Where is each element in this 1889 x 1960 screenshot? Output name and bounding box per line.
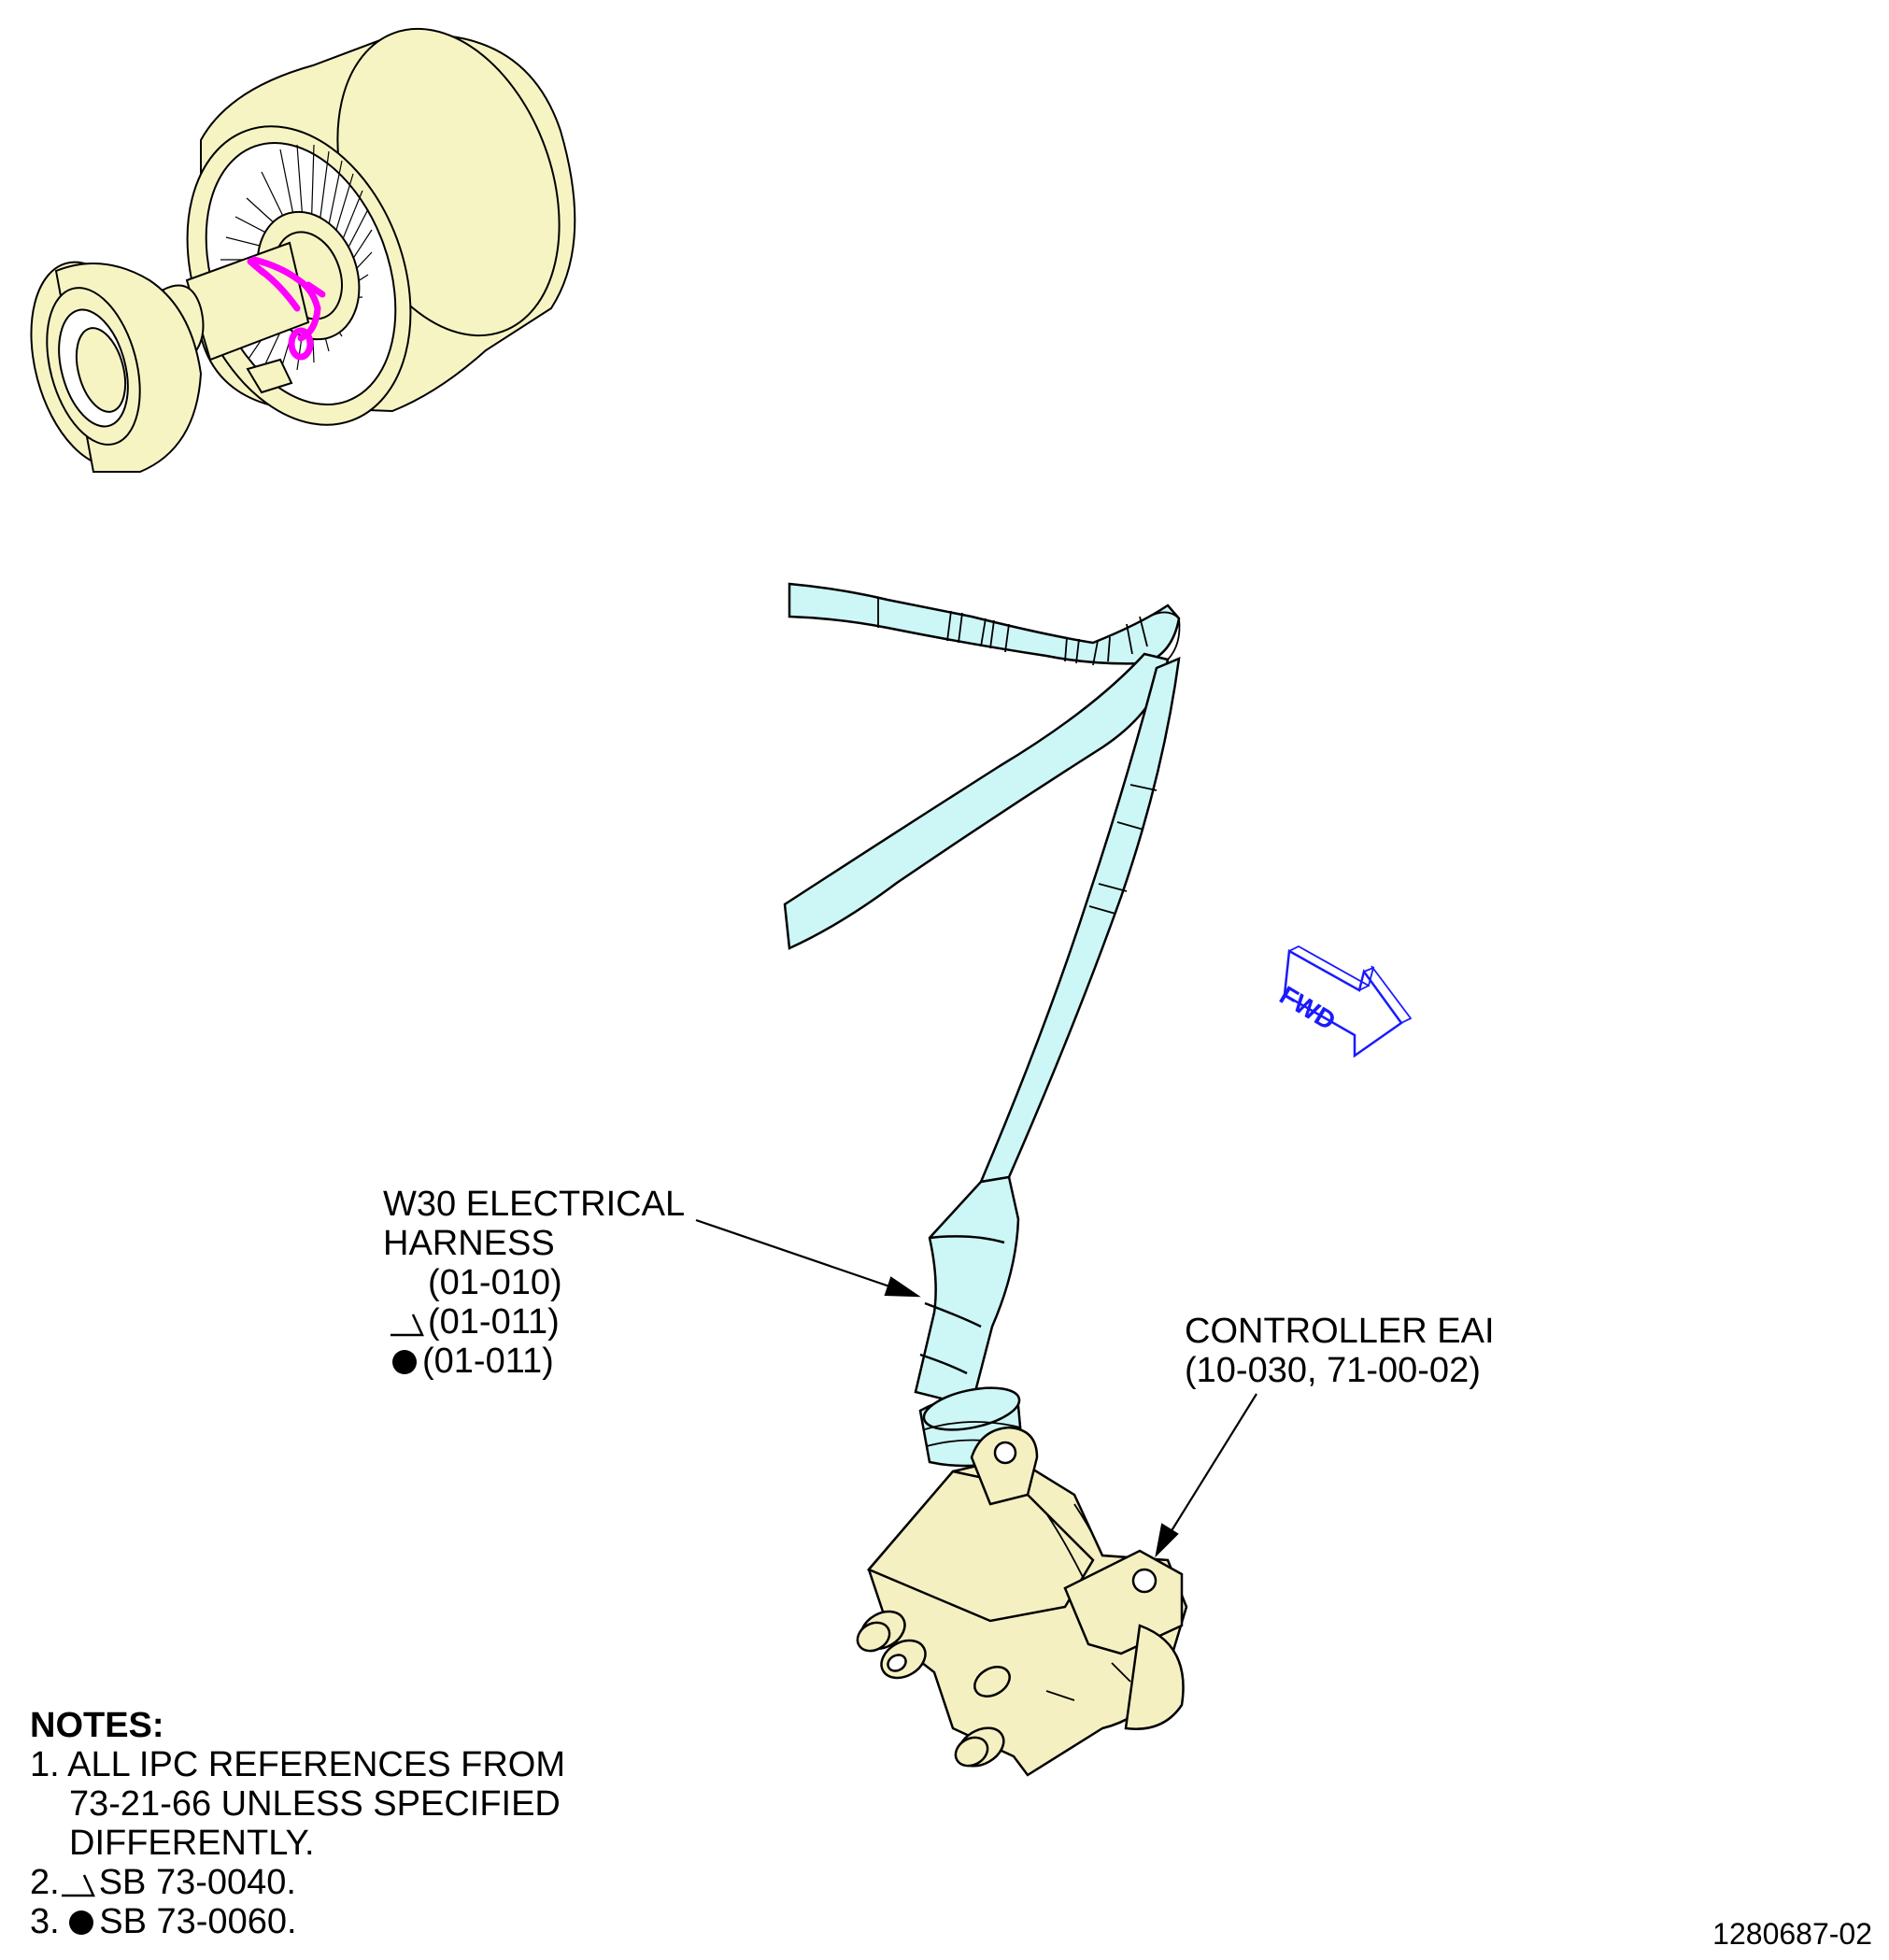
harness-ref-3-row: (01-011): [392, 1342, 554, 1381]
harness-callout-line2: HARNESS: [383, 1224, 555, 1263]
notes-title: NOTES:: [30, 1706, 164, 1745]
figure-number: 1280687-02: [1712, 1917, 1872, 1951]
note-1-number: 1.: [30, 1745, 60, 1784]
leader-lines: [695, 1218, 1257, 1558]
sb-triangle-icon: [61, 1874, 95, 1897]
note-1-line2: 73-21-66 UNLESS SPECIFIED: [69, 1784, 561, 1824]
controller-eai: [856, 1426, 1188, 1777]
engine-locator-view: [30, 27, 576, 473]
notes-block: NOTES: 1. ALL IPC REFERENCES FROM 73-21-…: [30, 1706, 565, 1941]
note-1-line1: ALL IPC REFERENCES FROM: [67, 1745, 565, 1784]
note-2-text: SB 73-0040.: [98, 1863, 296, 1902]
harness-ref-3: (01-011): [422, 1342, 554, 1381]
controller-bolts: [856, 1610, 1011, 1768]
w30-electrical-harness: [783, 582, 1181, 1468]
sb-dot-icon: [69, 1910, 94, 1935]
note-3-number: 3.: [30, 1902, 60, 1941]
note-1-line3: DIFFERENTLY.: [69, 1824, 315, 1863]
note-3-text: SB 73-0060.: [99, 1902, 297, 1941]
controller-callout-line1: CONTROLLER EAI: [1185, 1312, 1495, 1351]
harness-ties: [877, 598, 1181, 915]
note-1: 1. ALL IPC REFERENCES FROM: [30, 1745, 565, 1784]
note-2-number: 2.: [30, 1863, 60, 1902]
controller-callout-line2: (10-030, 71-00-02): [1185, 1351, 1481, 1390]
harness-location-highlight: [247, 256, 326, 361]
note-3: 3. SB 73-0060.: [30, 1902, 565, 1941]
sb-triangle-icon: [391, 1314, 424, 1337]
sb-dot-icon: [392, 1350, 417, 1374]
harness-ref-1: (01-010): [428, 1263, 562, 1302]
fwd-arrow: [1283, 944, 1413, 1058]
note-2: 2. SB 73-0040.: [30, 1863, 565, 1902]
harness-ref-2-row: (01-011): [389, 1302, 560, 1342]
harness-callout-line1: W30 ELECTRICAL: [383, 1185, 686, 1224]
harness-ref-2: (01-011): [428, 1302, 560, 1342]
